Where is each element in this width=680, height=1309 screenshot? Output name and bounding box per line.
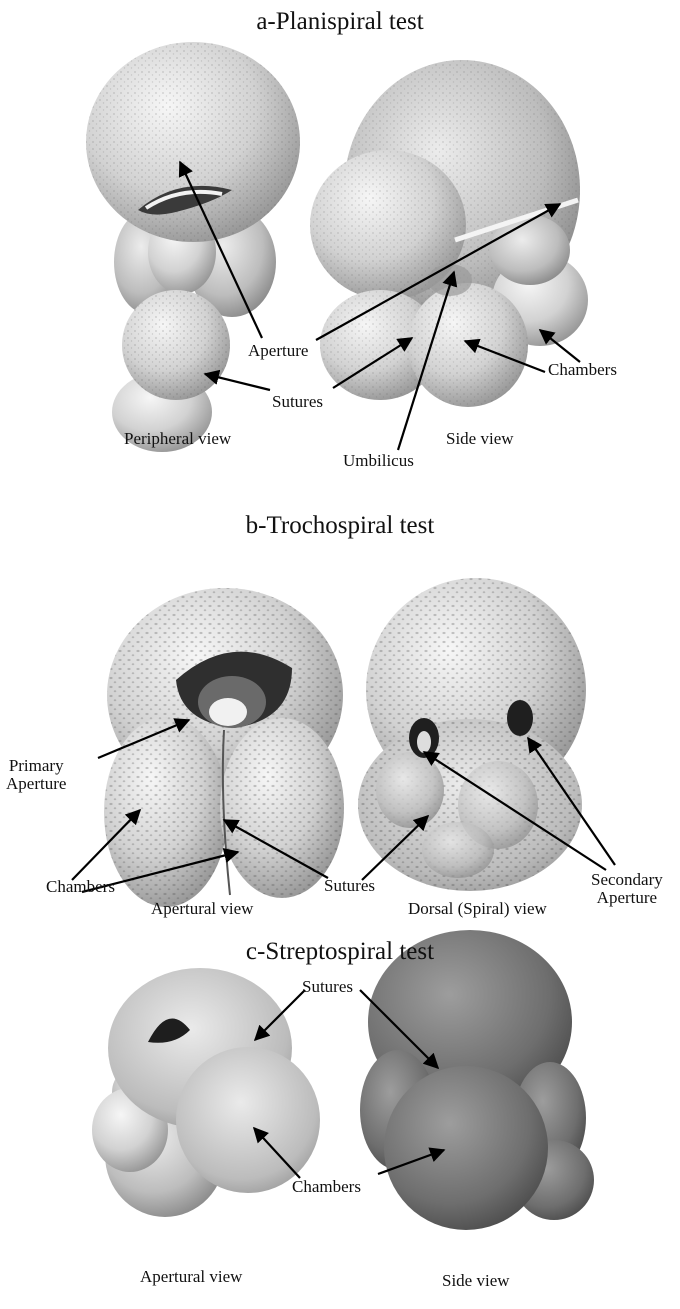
label-primary-aperture-line2: Aperture — [6, 775, 66, 793]
label-sutures-a: Sutures — [272, 393, 323, 411]
section-a-title: a-Planispiral test — [0, 8, 680, 36]
view-label-side-c: Side view — [442, 1272, 510, 1290]
section-b-title: b-Trochospiral test — [0, 512, 680, 540]
label-secondary-aperture-line1: Secondary — [591, 870, 663, 889]
label-secondary-aperture-line2: Aperture — [591, 889, 663, 907]
view-label-apertural-b: Apertural view — [151, 900, 253, 918]
label-primary-aperture-line1: Primary — [9, 756, 64, 775]
view-label-apertural-c: Apertural view — [140, 1268, 242, 1286]
label-sutures-c: Sutures — [302, 978, 353, 996]
trochospiral-dorsal-specimen — [358, 578, 586, 891]
view-label-peripheral: Peripheral view — [124, 430, 231, 448]
planispiral-side-specimen — [310, 60, 588, 407]
label-chambers-a: Chambers — [548, 361, 617, 379]
label-chambers-c: Chambers — [292, 1178, 361, 1196]
label-chambers-b: Chambers — [46, 878, 115, 896]
label-umbilicus: Umbilicus — [343, 452, 414, 470]
view-label-side-a: Side view — [446, 430, 514, 448]
section-c-title: c-Streptospiral test — [0, 938, 680, 966]
label-sutures-b: Sutures — [324, 877, 375, 895]
streptospiral-apertural-specimen — [92, 968, 320, 1217]
streptospiral-side-specimen — [360, 930, 594, 1230]
trochospiral-apertural-specimen — [104, 588, 344, 907]
label-primary-aperture: Primary Aperture — [6, 757, 66, 793]
view-label-dorsal: Dorsal (Spiral) view — [408, 900, 547, 918]
label-secondary-aperture: Secondary Aperture — [591, 871, 663, 907]
label-aperture: Aperture — [248, 342, 308, 360]
